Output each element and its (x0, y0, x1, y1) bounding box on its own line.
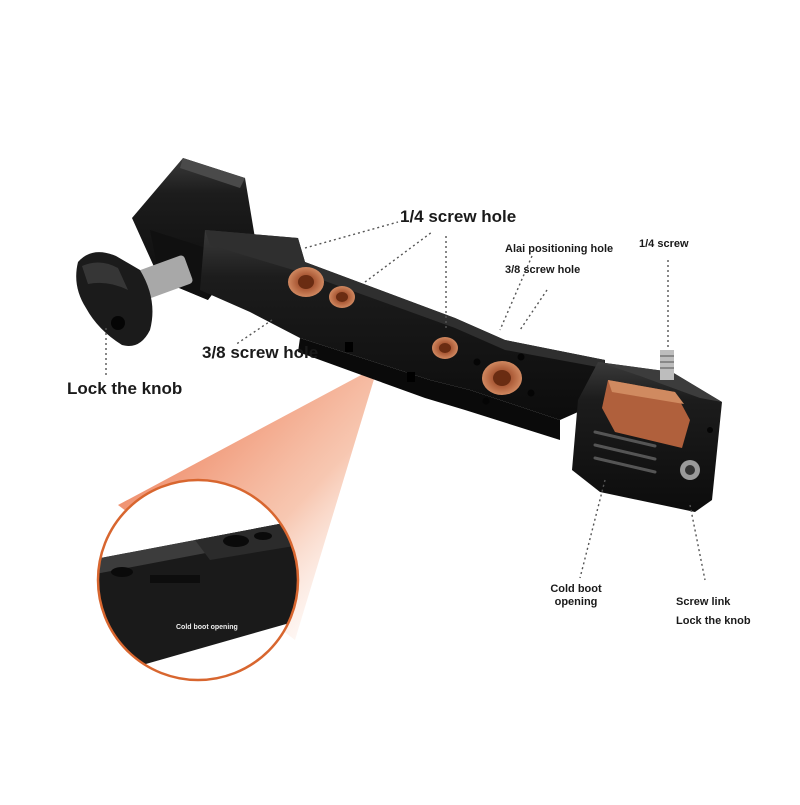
label-cold-boot-opening: Cold boot opening (550, 583, 602, 608)
label-three-eighths-screw-hole-right: 3/8 screw hole (505, 264, 581, 276)
label-lock-knob-left: Lock the knob (67, 379, 183, 398)
right-clamp (572, 350, 722, 512)
extension-bar (200, 230, 605, 440)
leader-lines (105, 221, 706, 581)
label-quarter-screw-hole: 1/4 screw hole (400, 207, 517, 226)
zoom-magnifier (96, 478, 300, 682)
label-three-eighths-screw-hole-left: 3/8 screw hole (202, 343, 319, 362)
left-lock-knob (76, 252, 193, 346)
label-quarter-screw: 1/4 screw (639, 238, 689, 250)
label-screw-link: Screw link (676, 596, 731, 608)
label-zoom-cold-boot-opening: Cold boot opening (176, 624, 238, 631)
label-alai-positioning-hole: Alai positioning hole (505, 243, 614, 255)
label-lock-knob-right: Lock the knob (676, 615, 751, 627)
thread-holes (288, 267, 535, 405)
